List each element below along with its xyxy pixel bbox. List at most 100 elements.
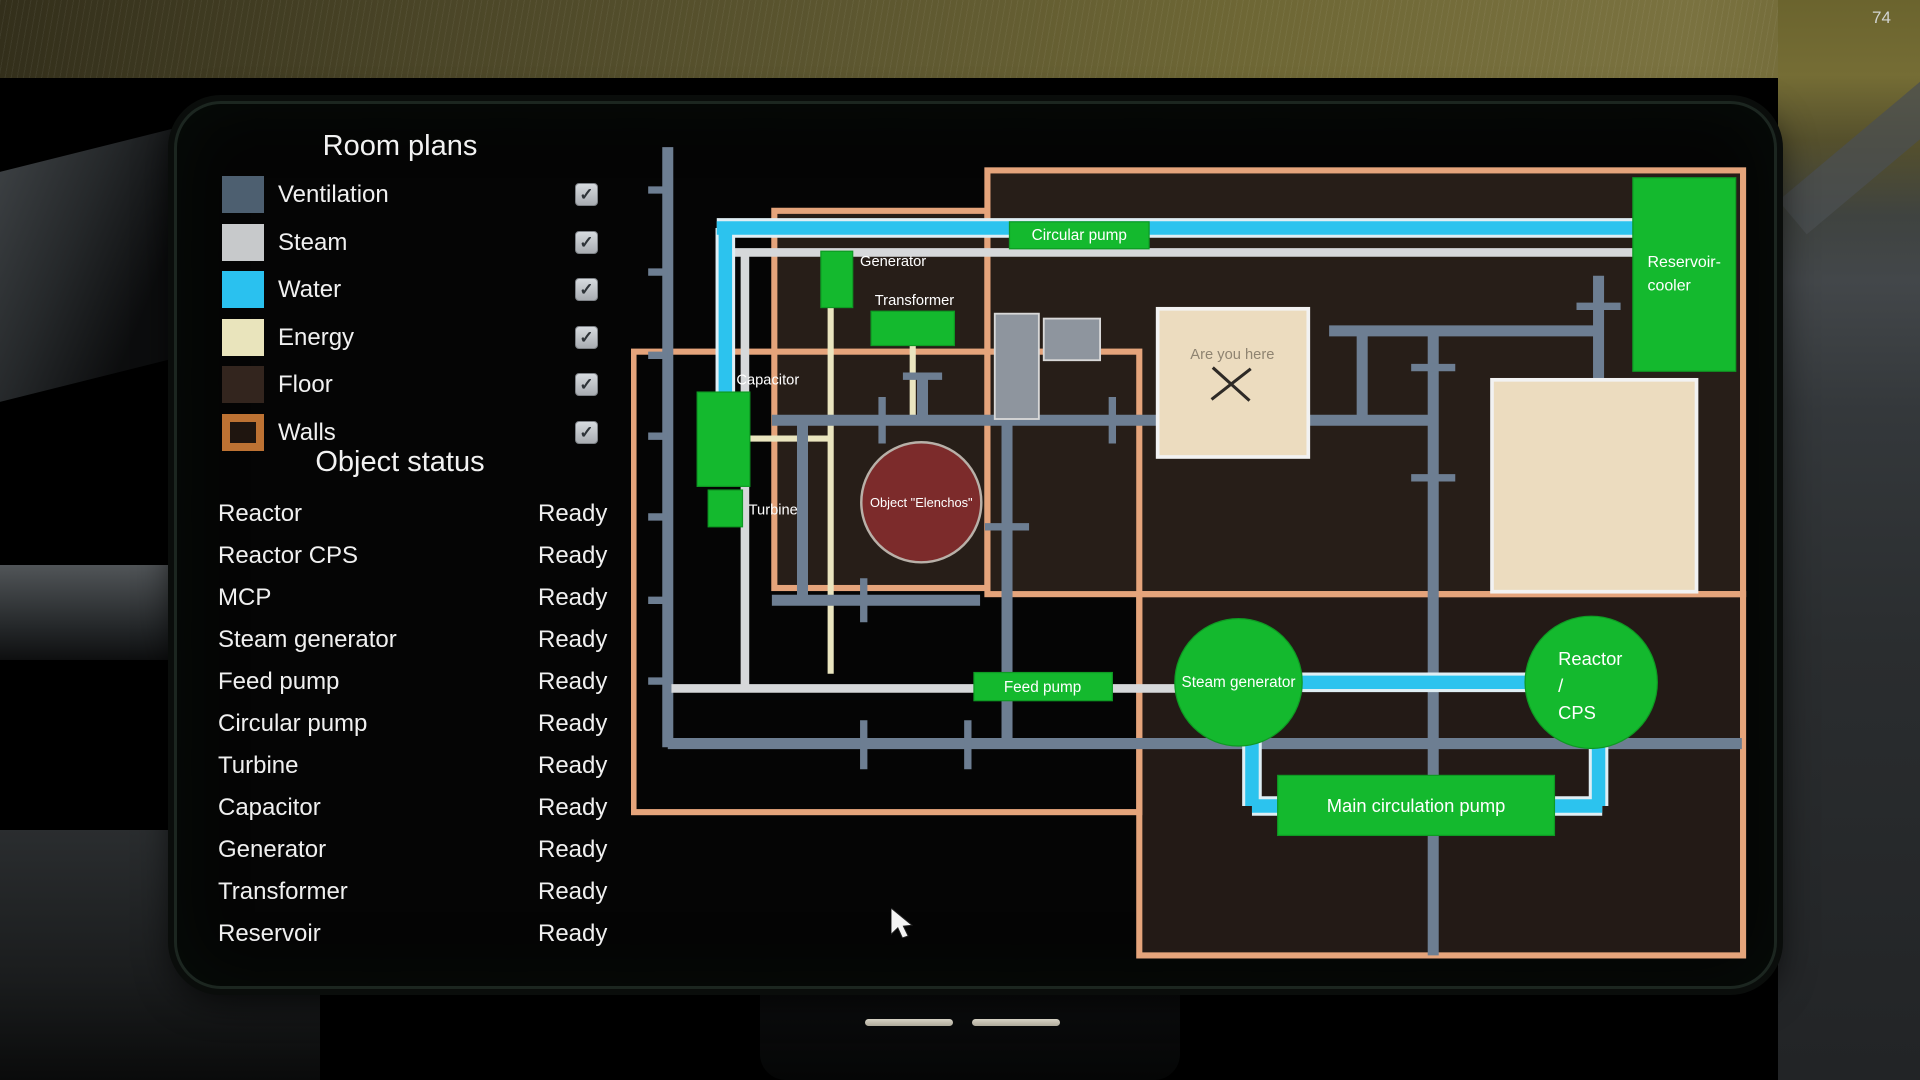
- feed-pump-box[interactable]: [973, 671, 1113, 702]
- turbine-label: Turbine: [749, 503, 798, 519]
- object-status-title: Object status: [315, 446, 485, 478]
- left-ledge: [0, 565, 178, 660]
- circular-pump-label: Circular pump: [1032, 227, 1127, 244]
- status-value: Ready: [538, 752, 608, 779]
- status-row-feed-pump: Feed pump Ready: [218, 661, 638, 703]
- checkbox-water[interactable]: ✓: [575, 278, 598, 301]
- reservoir-cooler-box[interactable]: [1632, 177, 1737, 372]
- generator-label: Generator: [860, 254, 926, 270]
- object-elenchos[interactable]: [860, 441, 983, 564]
- legend-label-steam: Steam: [278, 229, 348, 256]
- status-name: MCP: [218, 584, 272, 611]
- circular-pump-box[interactable]: [1008, 221, 1150, 250]
- legend-swatch-steam: [222, 224, 264, 261]
- legend-label-walls: Walls: [278, 419, 336, 446]
- legend-label-floor: Floor: [278, 371, 333, 398]
- status-value: Ready: [538, 542, 608, 569]
- machine-block: [1042, 317, 1102, 362]
- status-value: Ready: [538, 584, 608, 611]
- steam-generator-circle[interactable]: [1174, 618, 1303, 747]
- main-circulation-pump-box[interactable]: [1277, 774, 1556, 837]
- map-panel: Are you here Object "Elenchos" Circular …: [630, 141, 1748, 964]
- reservoir-cooler-label-line1: Reservoir-: [1648, 254, 1721, 271]
- capacitor-label: Capacitor: [736, 373, 799, 389]
- ventilation-pipes: [662, 147, 1742, 956]
- legend-row-floor: Floor ✓: [222, 366, 622, 403]
- ventilation-joints: [648, 186, 1621, 770]
- checkbox-energy[interactable]: ✓: [575, 326, 598, 349]
- reactor-cps-circle[interactable]: [1524, 615, 1658, 750]
- feed-pump-label: Feed pump: [1004, 679, 1081, 696]
- legend-swatch-floor: [222, 366, 264, 403]
- beige-room-right: [1490, 377, 1699, 594]
- checkbox-steam[interactable]: ✓: [575, 231, 598, 254]
- status-name: Reactor: [218, 500, 303, 527]
- status-row-generator: Generator Ready: [218, 829, 638, 871]
- legend-swatch-ventilation: [222, 176, 264, 213]
- legend-swatch-walls: [222, 414, 264, 451]
- status-name: Turbine: [218, 752, 299, 779]
- status-value: Ready: [538, 668, 608, 695]
- status-value: Ready: [538, 836, 608, 863]
- checkbox-ventilation[interactable]: ✓: [575, 183, 598, 206]
- object-elenchos-label: Object "Elenchos": [870, 495, 973, 510]
- cursor-arrow-icon: [890, 906, 914, 939]
- fps-counter: 74: [1872, 8, 1891, 27]
- reservoir-cooler-label-line2: cooler: [1648, 277, 1692, 294]
- status-value: Ready: [538, 710, 608, 737]
- steam-generator-label: Steam generator: [1182, 674, 1296, 691]
- status-row-reactor: Reactor Ready: [218, 493, 638, 535]
- legend-label-ventilation: Ventilation: [278, 181, 389, 208]
- checkbox-walls[interactable]: ✓: [575, 421, 598, 444]
- legend-row-steam: Steam ✓: [222, 224, 622, 261]
- status-name: Circular pump: [218, 710, 368, 737]
- wall-left-room: [630, 348, 1143, 816]
- plant-map: Are you here Object "Elenchos" Circular …: [630, 147, 1747, 959]
- status-row-turbine: Turbine Ready: [218, 745, 638, 787]
- transformer-box[interactable]: [870, 310, 955, 347]
- energy-lines: [749, 306, 916, 674]
- status-name: Reactor CPS: [218, 542, 359, 569]
- status-value: Ready: [538, 920, 608, 947]
- are-you-here-label: Are you here: [1190, 347, 1274, 363]
- legend-label-energy: Energy: [278, 324, 355, 351]
- legend-row-energy: Energy ✓: [222, 319, 622, 356]
- status-row-mcp: MCP Ready: [218, 577, 638, 619]
- reactor-label-line2: /: [1558, 675, 1564, 696]
- monitor-screen: Room plans Ventilation ✓ Steam ✓ Water ✓…: [177, 104, 1774, 986]
- turbine-box[interactable]: [707, 489, 744, 528]
- stand-vent-slit: [972, 1019, 1060, 1026]
- machine-block: [993, 312, 1040, 420]
- generator-box[interactable]: [820, 250, 854, 309]
- status-name: Generator: [218, 836, 327, 863]
- status-row-reservoir: Reservoir Ready: [218, 913, 638, 955]
- status-name: Capacitor: [218, 794, 321, 821]
- status-value: Ready: [538, 794, 608, 821]
- status-name: Transformer: [218, 878, 348, 905]
- player-x-mark: [1210, 366, 1252, 402]
- status-value: Ready: [538, 626, 608, 653]
- status-row-reactor-cps: Reactor CPS Ready: [218, 535, 638, 577]
- status-row-circular-pump: Circular pump Ready: [218, 703, 638, 745]
- status-row-transformer: Transformer Ready: [218, 871, 638, 913]
- status-value: Ready: [538, 500, 608, 527]
- legend-row-walls: Walls ✓: [222, 414, 622, 451]
- left-object: [0, 128, 175, 402]
- wall-top: [0, 0, 1920, 78]
- main-circulation-pump-label: Main circulation pump: [1327, 795, 1506, 816]
- status-value: Ready: [538, 878, 608, 905]
- capacitor-box[interactable]: [696, 391, 751, 487]
- status-row-steam-generator: Steam generator Ready: [218, 619, 638, 661]
- stand-vent-slit: [865, 1019, 953, 1026]
- legend-label-water: Water: [278, 276, 342, 303]
- status-row-capacitor: Capacitor Ready: [218, 787, 638, 829]
- wall-generator-room: [771, 207, 991, 592]
- reactor-label-line3: CPS: [1558, 702, 1596, 723]
- status-name: Feed pump: [218, 668, 340, 695]
- status-name: Reservoir: [218, 920, 321, 947]
- legend-row-ventilation: Ventilation ✓: [222, 176, 622, 213]
- mouse-cursor: [890, 906, 917, 939]
- checkbox-floor[interactable]: ✓: [575, 373, 598, 396]
- status-name: Steam generator: [218, 626, 397, 653]
- monitor-stand: [760, 980, 1180, 1080]
